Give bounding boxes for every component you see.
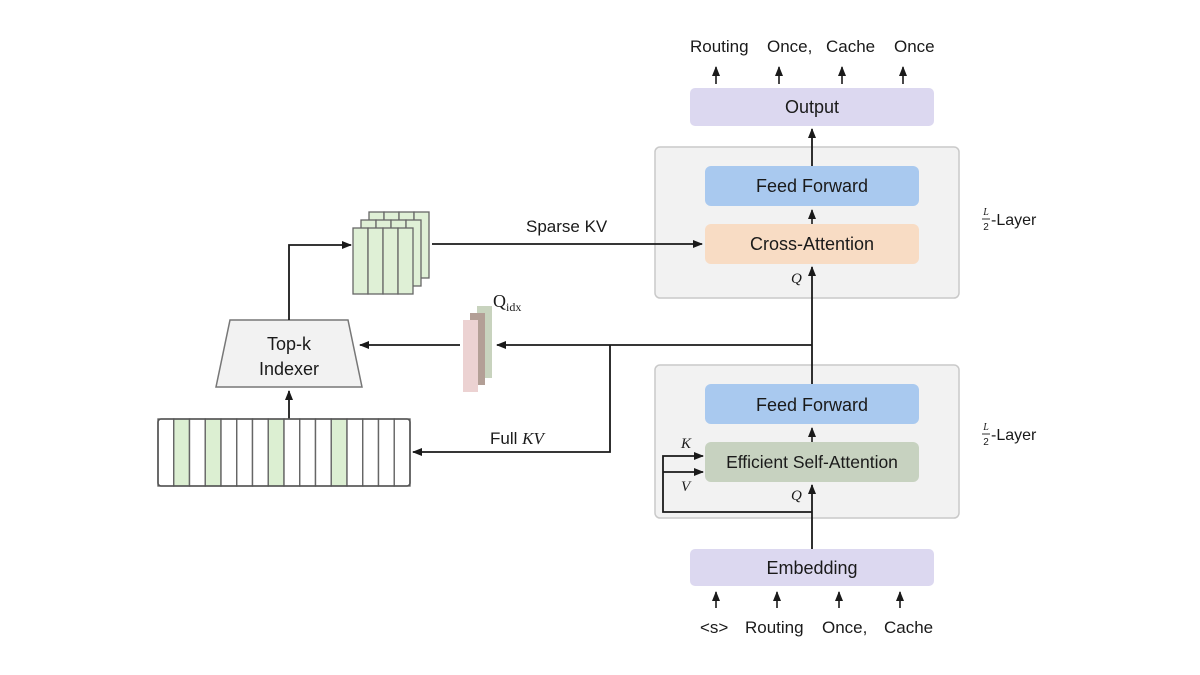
q-self-label: Q: [791, 488, 802, 504]
q-idx-bar: [463, 320, 478, 392]
sparse-kv-stack: [352, 211, 430, 295]
embedding-label: Embedding: [766, 558, 857, 578]
sparse-kv-card: [352, 227, 414, 295]
kv-cell: [204, 418, 222, 487]
self-attention-label: Efficient Self-Attention: [726, 452, 898, 472]
top-k-indexer-block: [215, 319, 363, 388]
kv-cell: [299, 418, 317, 487]
output-tokens: Routing Once, Cache Once: [690, 37, 935, 84]
kv-cell: [330, 418, 348, 487]
layer-frac-num: L: [982, 207, 989, 218]
kv-cell: [314, 418, 332, 487]
input-token: Routing: [745, 618, 804, 637]
input-token: Once,: [822, 618, 867, 637]
kv-cell: [157, 418, 175, 487]
q-cross-label: Q: [791, 271, 802, 287]
kv-loop: [662, 452, 812, 513]
layer-suffix: -Layer: [991, 427, 1037, 444]
input-token: <s>: [700, 618, 728, 637]
k-arrow: [662, 452, 812, 513]
output-token: Once: [894, 37, 935, 56]
layer-count-top: L 2 -Layer: [982, 207, 1037, 233]
kv-strip-outline: [157, 418, 411, 487]
kv-cell: [173, 418, 191, 487]
output-token: Routing: [690, 37, 749, 56]
indexer-label-line1: Top-k: [267, 334, 312, 354]
input-token: Cache: [884, 618, 933, 637]
kv-cell: [393, 418, 411, 487]
v-self-label: V: [681, 479, 692, 495]
kv-cell: [251, 418, 269, 487]
indexer-output-arrow: [288, 241, 352, 320]
q-idx-label: Qidx: [493, 291, 521, 314]
feed-forward-top-block: [705, 166, 919, 206]
layer-frac-num: L: [982, 422, 989, 433]
full-kv-cache: [157, 418, 411, 487]
sparse-kv-cell: [382, 227, 399, 295]
feed-forward-bottom-label: Feed Forward: [756, 395, 868, 415]
layer-count-bottom: L 2 -Layer: [982, 422, 1037, 448]
indexer-label-line2: Indexer: [259, 359, 319, 379]
self-attention-block: [705, 442, 919, 482]
embedding-block: [690, 549, 934, 586]
branch-left: Full KV: [412, 341, 812, 456]
kv-cell: [346, 418, 364, 487]
full-kv-arrow: [412, 345, 611, 456]
kv-cell: [377, 418, 395, 487]
layer-frac-den: 2: [983, 222, 989, 233]
kv-cell: [362, 418, 380, 487]
sparse-kv-cell: [367, 227, 384, 295]
output-token: Once,: [767, 37, 812, 56]
kv-cell: [220, 418, 238, 487]
layer-frac-den: 2: [983, 437, 989, 448]
sparse-kv-label: Sparse KV: [526, 217, 608, 236]
kv-cell: [283, 418, 301, 487]
feed-forward-top-label: Feed Forward: [756, 176, 868, 196]
sparse-kv-cell: [397, 227, 414, 295]
k-self-label: K: [680, 436, 692, 452]
output-token: Cache: [826, 37, 875, 56]
input-tokens: <s> Routing Once, Cache: [700, 591, 933, 637]
kv-cell: [188, 418, 206, 487]
q-idx-stack: Qidx: [463, 291, 521, 392]
full-kv-label: Full KV: [490, 429, 546, 448]
sparse-kv-cell: [352, 227, 369, 295]
kv-cell: [236, 418, 254, 487]
kv-cell: [267, 418, 285, 487]
output-label: Output: [785, 97, 839, 117]
cross-attention-block: [705, 224, 919, 264]
layer-suffix: -Layer: [991, 212, 1037, 229]
output-block: [690, 88, 934, 126]
cross-attention-label: Cross-Attention: [750, 234, 874, 254]
feed-forward-bottom-block: [705, 384, 919, 424]
